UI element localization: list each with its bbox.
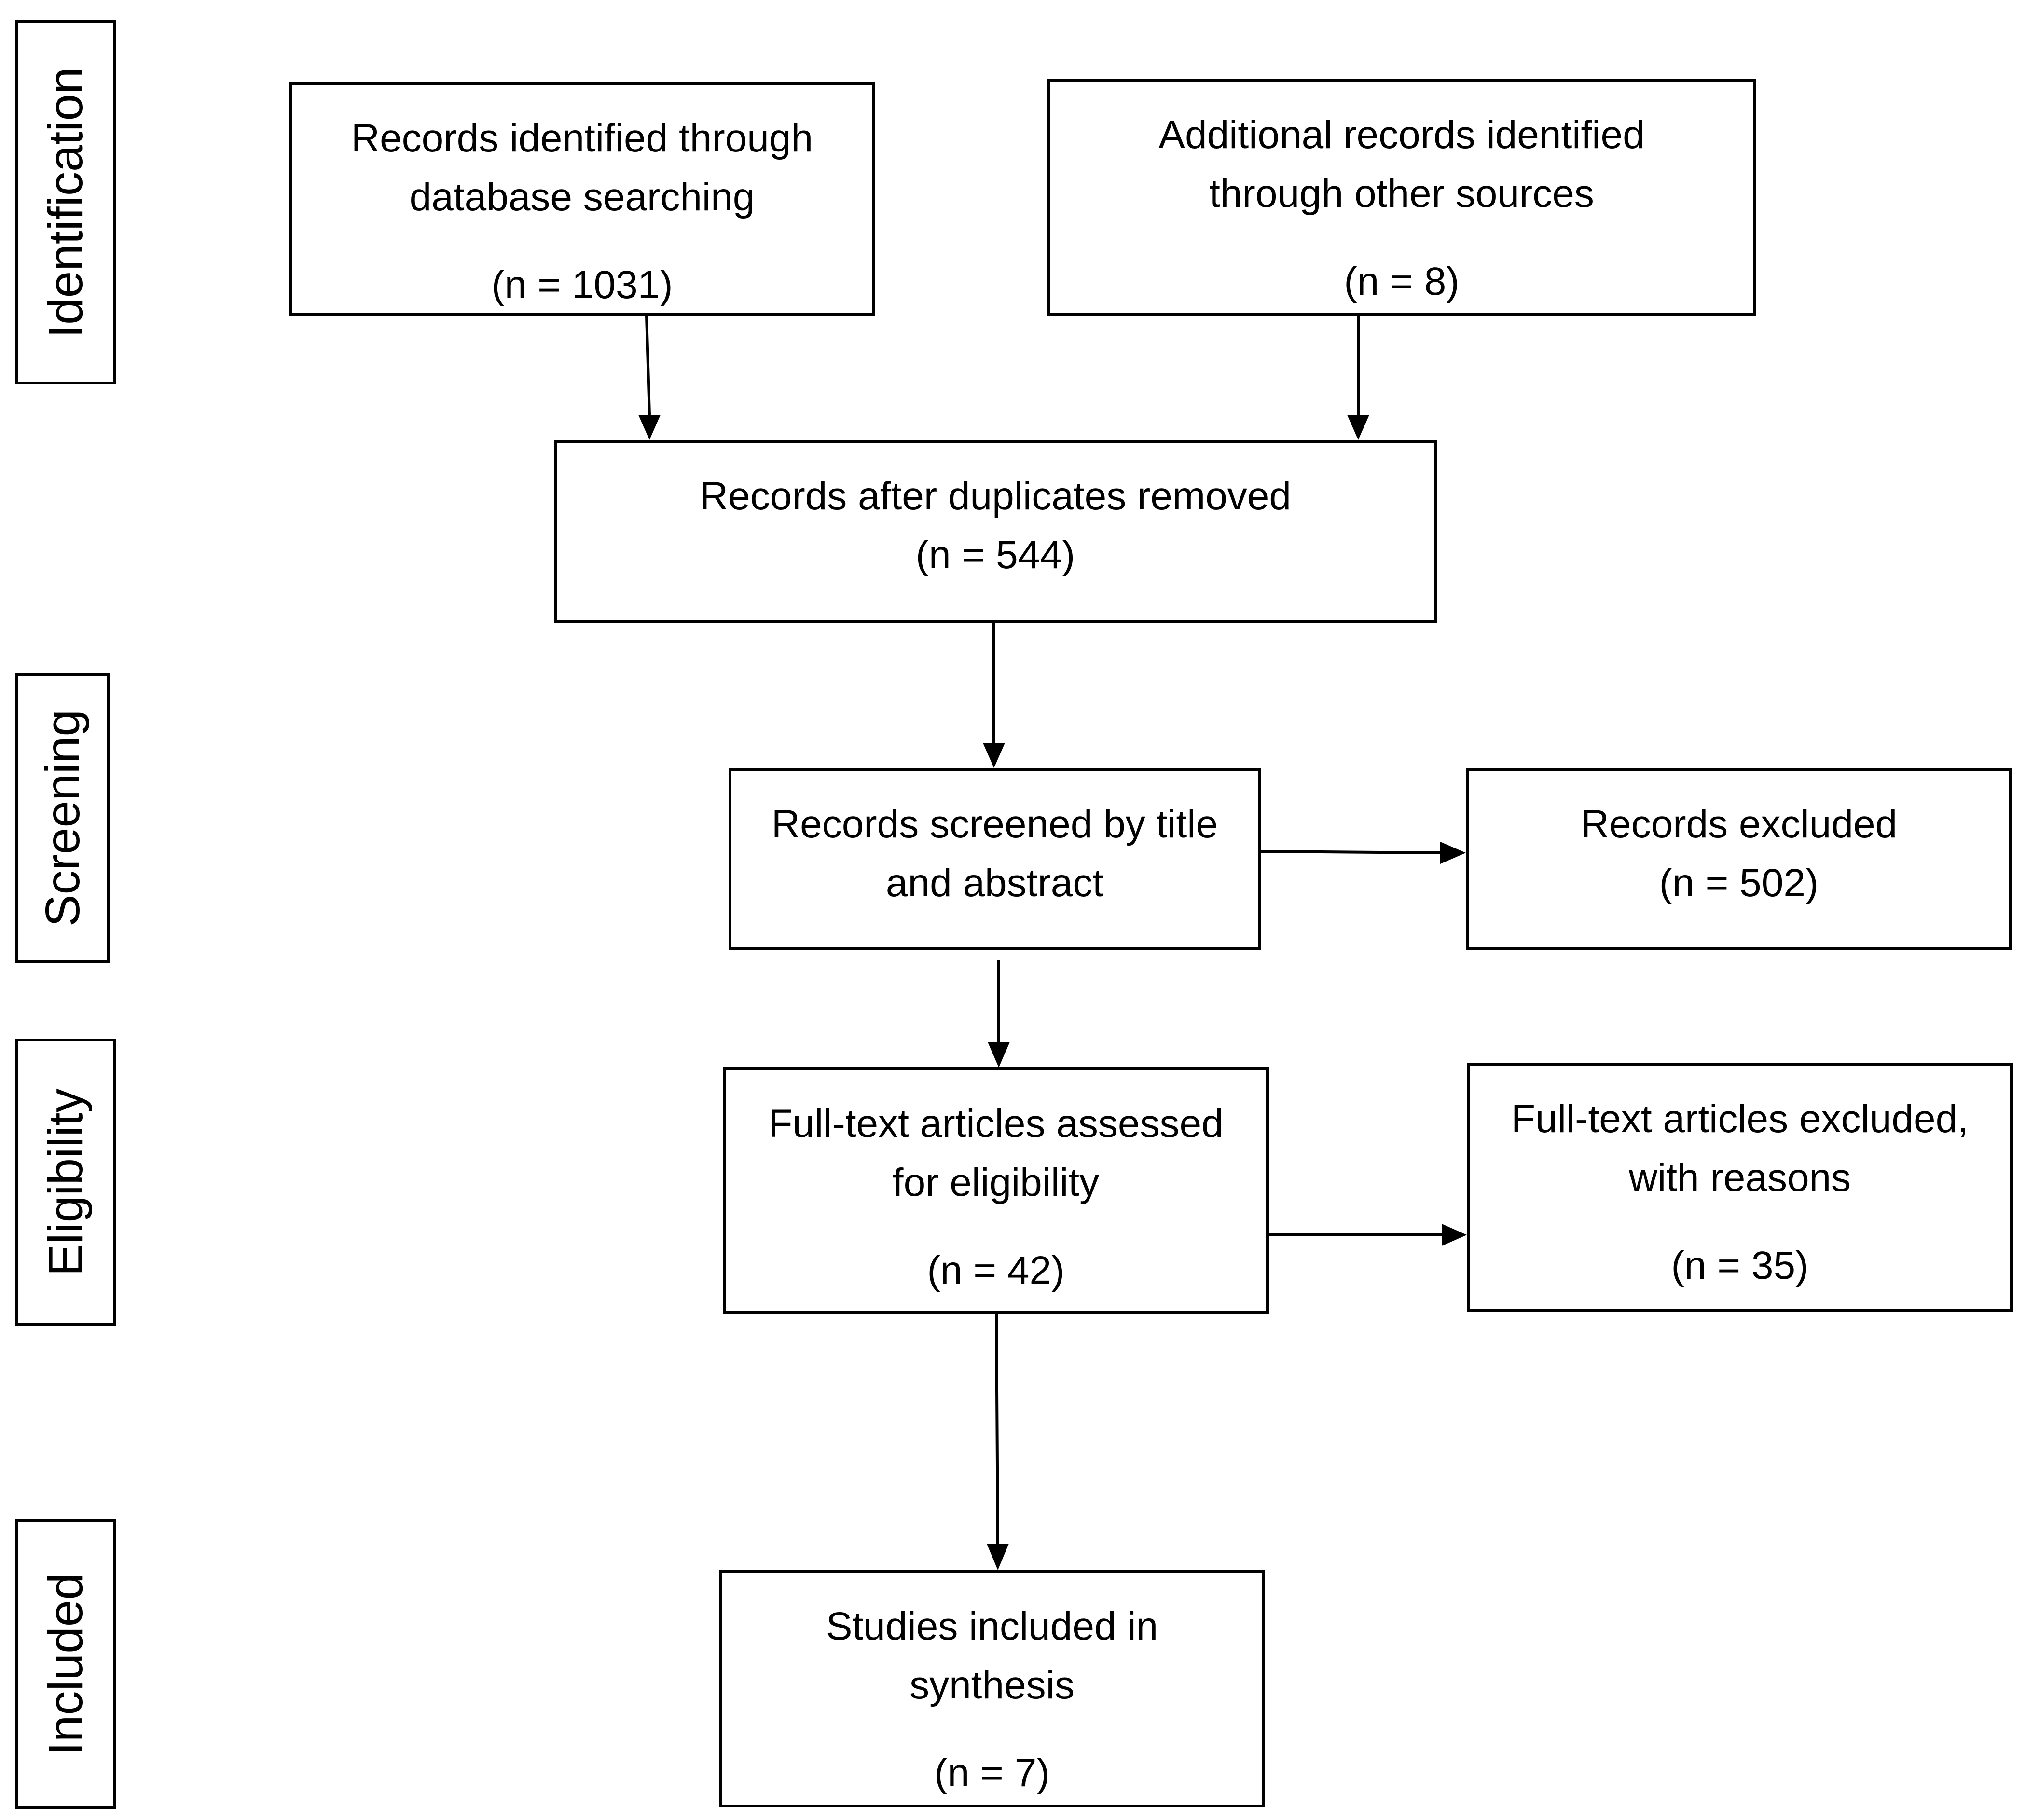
fulltext-assessed-line2: for eligibility — [892, 1161, 1100, 1204]
database-records-count: (n = 1031) — [491, 263, 673, 307]
other-sources-line1: Additional records identified — [1158, 113, 1645, 157]
fulltext-excluded-line2: with reasons — [1628, 1156, 1851, 1200]
records-excluded-count: (n = 502) — [1659, 861, 1819, 905]
other-sources-line2: through other sources — [1209, 172, 1594, 216]
arrow-fulltext-to-included — [995, 1313, 999, 1544]
arrowhead-excluded — [1440, 842, 1466, 864]
screened-line2: and abstract — [885, 861, 1104, 905]
included-studies-line1: Studies included in — [826, 1604, 1158, 1648]
stage-included: Included — [15, 1519, 116, 1809]
stage-screening: Screening — [15, 673, 110, 963]
fulltext-assessed-count: (n = 42) — [927, 1248, 1065, 1292]
duplicates-removed-line1: Records after duplicates removed — [699, 474, 1292, 518]
box-fulltext-assessed: Full-text articles assessed for eligibil… — [723, 1067, 1269, 1314]
arrowhead-duplicates — [983, 743, 1005, 768]
box-other-sources: Additional records identified through ot… — [1047, 79, 1756, 316]
fulltext-excluded-count: (n = 35) — [1671, 1244, 1809, 1287]
records-excluded-line1: Records excluded — [1580, 802, 1898, 846]
database-records-line1: Records identified through — [351, 116, 813, 160]
included-studies-line2: synthesis — [910, 1663, 1075, 1707]
box-fulltext-excluded: Full-text articles excluded, with reason… — [1467, 1063, 2013, 1312]
box-duplicates-removed: Records after duplicates removed (n = 54… — [554, 440, 1437, 623]
box-records-excluded: Records excluded (n = 502) — [1466, 768, 2012, 950]
arrowhead-screened — [988, 1042, 1010, 1067]
stage-identification: Identification — [15, 20, 116, 384]
arrowhead-fulltext-excluded — [1442, 1224, 1467, 1246]
box-included-studies: Studies included in synthesis (n = 7) — [719, 1570, 1265, 1807]
box-screened: Records screened by title and abstract — [729, 768, 1261, 950]
arrow-screened-to-excluded — [1260, 850, 1441, 854]
arrowhead-other — [1347, 415, 1369, 440]
stage-eligibility: Eligibility — [15, 1039, 116, 1326]
arrow-database-to-duplicates — [645, 315, 651, 415]
database-records-line2: database searching — [409, 175, 755, 219]
other-sources-count: (n = 8) — [1344, 260, 1460, 303]
fulltext-excluded-line1: Full-text articles excluded, — [1511, 1097, 1969, 1141]
duplicates-removed-count: (n = 544) — [915, 533, 1075, 577]
box-database-records: Records identified through database sear… — [289, 82, 875, 316]
screened-line1: Records screened by title — [771, 802, 1218, 846]
included-studies-count: (n = 7) — [934, 1751, 1050, 1795]
arrowhead-included — [987, 1544, 1009, 1570]
fulltext-assessed-line1: Full-text articles assessed — [768, 1102, 1224, 1146]
arrowhead-database — [638, 415, 661, 440]
